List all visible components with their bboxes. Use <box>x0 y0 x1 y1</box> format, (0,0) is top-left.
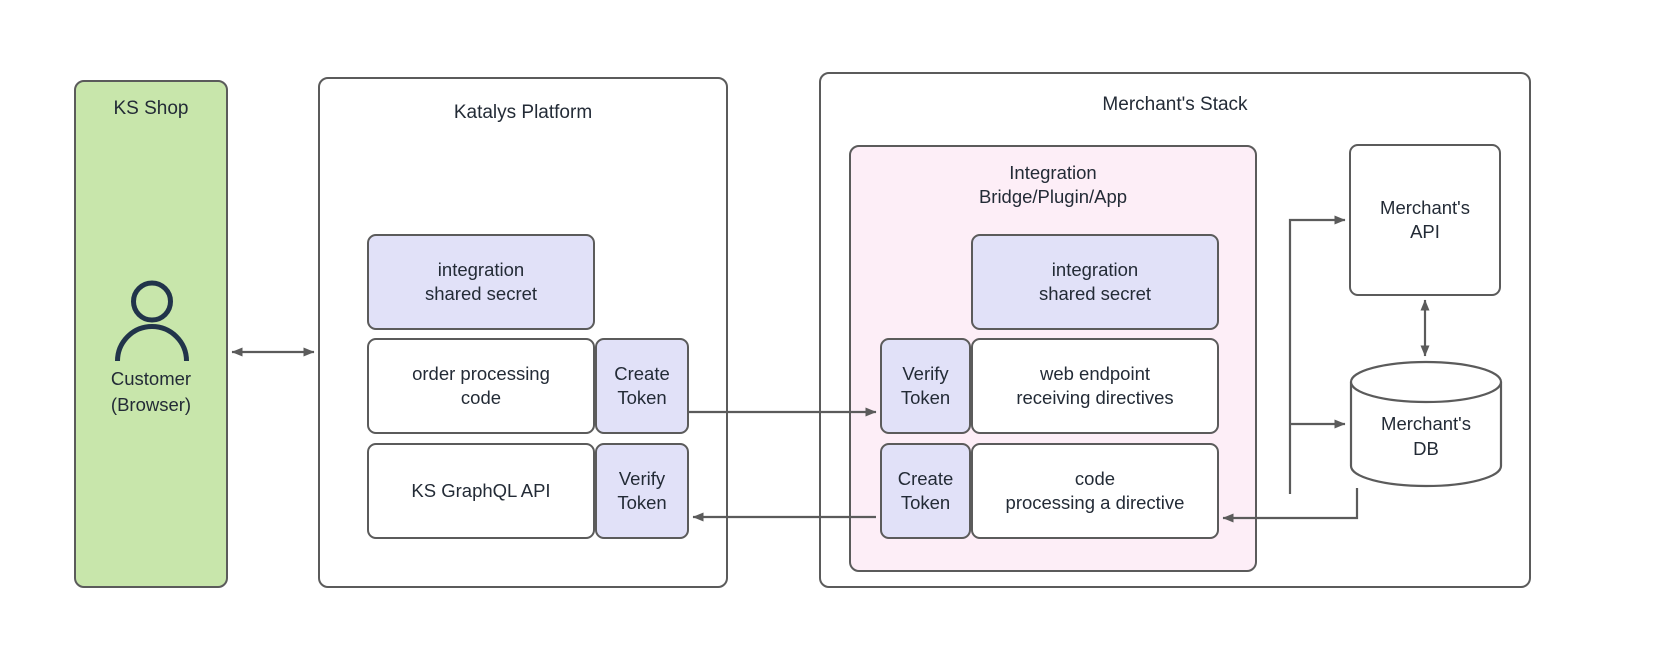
bridge-shared-secret-box[interactable]: integration shared secret <box>971 234 1219 330</box>
ks-shop-container[interactable]: KS Shop <box>74 80 228 588</box>
katalys-graphql-api-box[interactable]: KS GraphQL API <box>367 443 595 539</box>
katalys-create-token-box[interactable]: Create Token <box>595 338 689 434</box>
katalys-verify-token-box[interactable]: Verify Token <box>595 443 689 539</box>
person-icon <box>110 277 194 362</box>
bridge-verify-token-box[interactable]: Verify Token <box>880 338 971 434</box>
merchants-api-box[interactable]: Merchant's API <box>1349 144 1501 296</box>
merchants-db-cylinder[interactable]: Merchant's DB <box>1349 360 1503 488</box>
ks-shop-title: KS Shop <box>113 98 189 119</box>
bridge-create-token-box[interactable]: Create Token <box>880 443 971 539</box>
merchant-stack-title: Merchant's Stack <box>1102 94 1248 115</box>
katalys-platform-title: Katalys Platform <box>453 102 593 123</box>
bridge-code-processing-directive-box[interactable]: code processing a directive <box>971 443 1219 539</box>
bridge-web-endpoint-box[interactable]: web endpoint receiving directives <box>971 338 1219 434</box>
katalys-shared-secret-box[interactable]: integration shared secret <box>367 234 595 330</box>
customer-label: Customer (Browser) <box>110 368 192 416</box>
integration-bridge-title: Integration Bridge/Plugin/App <box>978 162 1128 208</box>
katalys-order-processing-code-box[interactable]: order processing code <box>367 338 595 434</box>
